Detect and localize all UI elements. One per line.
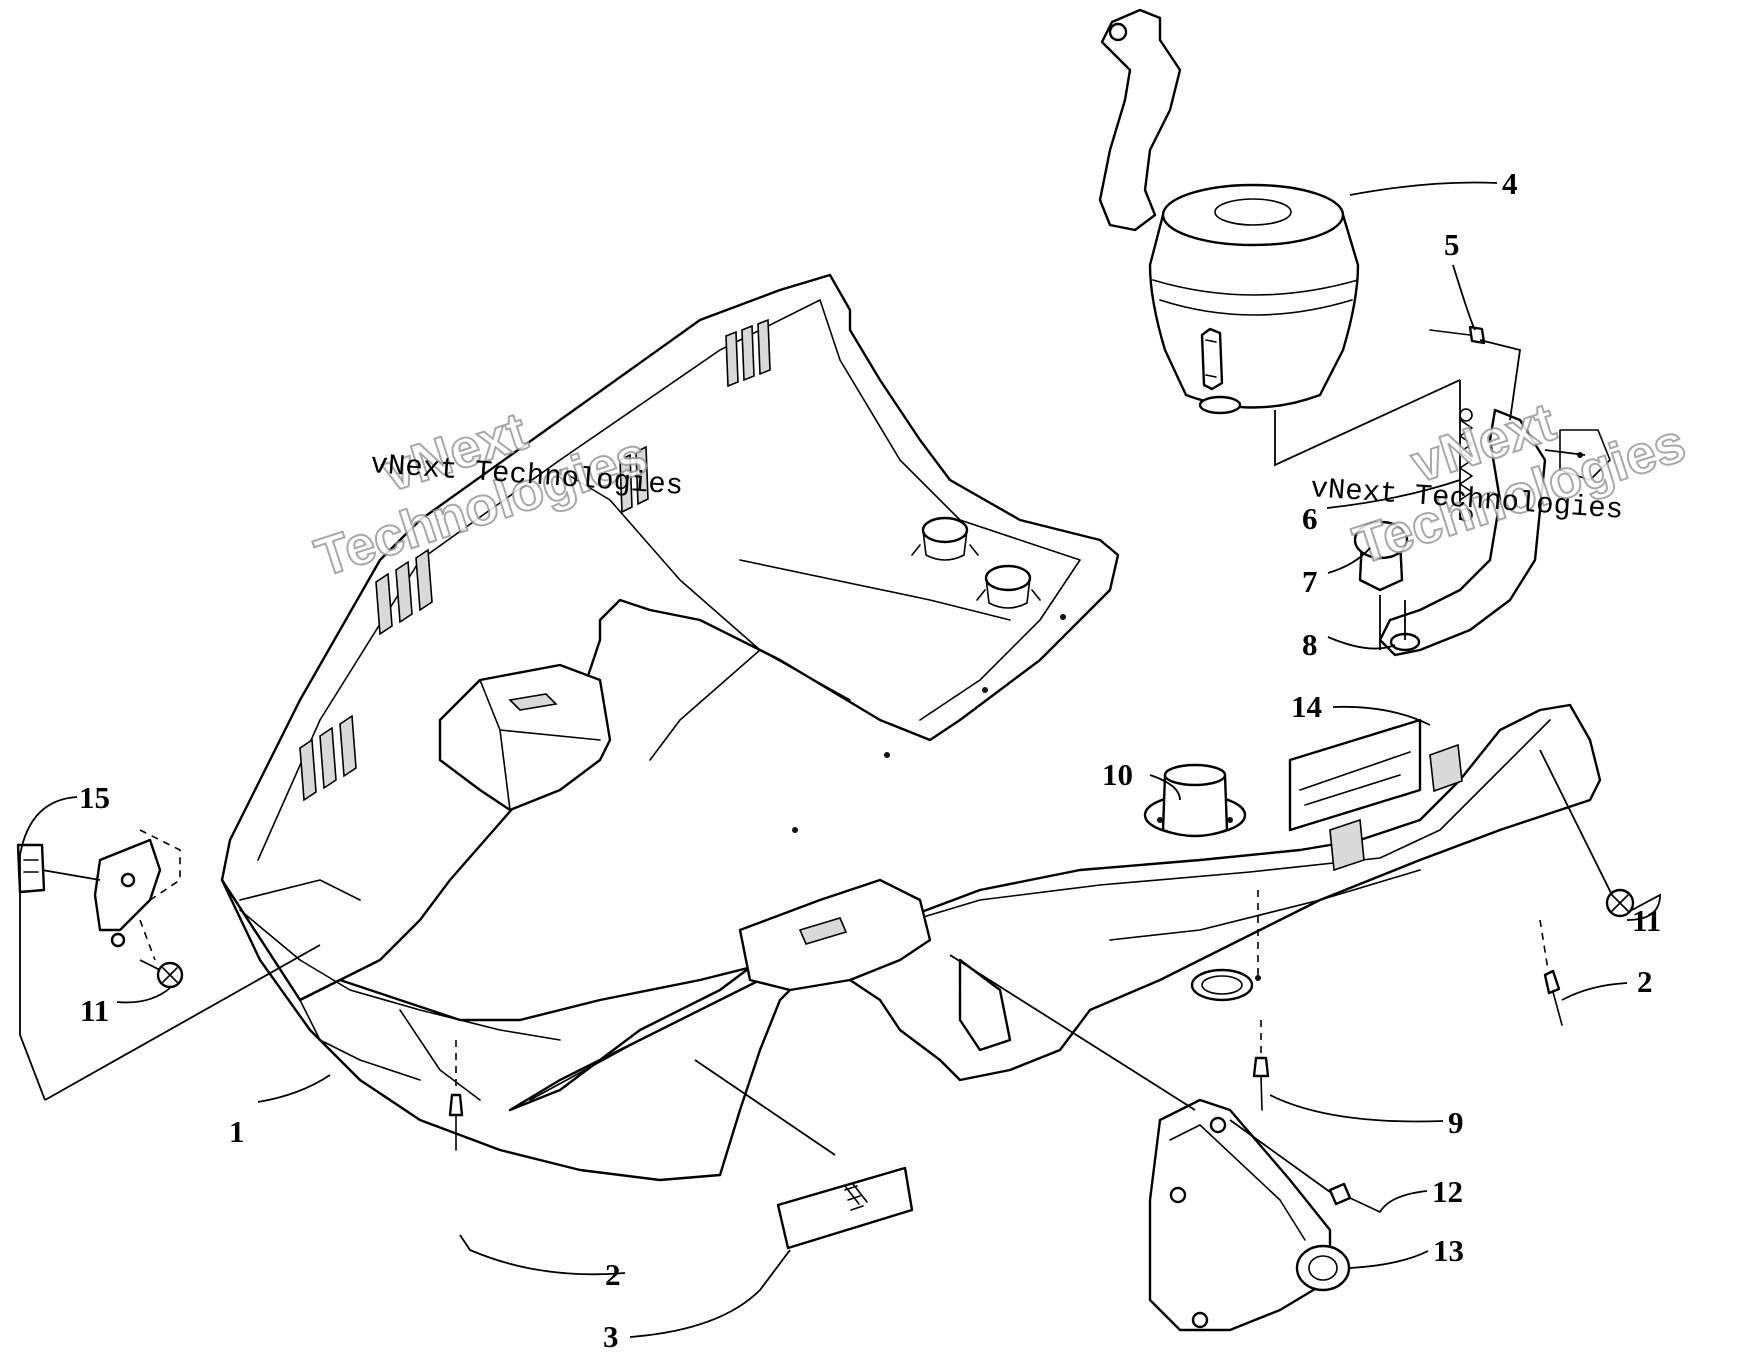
callout-15: 15 <box>79 780 110 815</box>
louvers-upper <box>299 318 771 802</box>
callout-11-right: 11 <box>1632 903 1661 938</box>
callout-8: 8 <box>1302 627 1318 662</box>
callout-5: 5 <box>1444 227 1460 262</box>
callout-9: 9 <box>1448 1105 1464 1140</box>
callout-labels: 1 2 2 3 4 5 6 7 8 9 10 11 11 12 13 14 15 <box>79 166 1661 1354</box>
callout-2-left: 2 <box>605 1257 621 1292</box>
front-body-shell <box>220 273 1120 1182</box>
air-duct-cover <box>1148 1098 1351 1332</box>
floorboard <box>508 703 1602 1112</box>
callout-6: 6 <box>1302 501 1318 536</box>
callout-13: 13 <box>1433 1233 1464 1268</box>
callout-3: 3 <box>603 1319 619 1354</box>
fasteners <box>139 749 1635 1213</box>
callout-leaders <box>19 181 1661 1338</box>
callout-2-right: 2 <box>1637 964 1653 999</box>
muffler <box>1098 8 1360 415</box>
callout-12: 12 <box>1432 1174 1463 1209</box>
muffler-bracket <box>1353 325 1611 657</box>
callout-1: 1 <box>229 1114 245 1149</box>
latch-bracket <box>16 829 181 961</box>
callout-11-left: 11 <box>80 993 109 1028</box>
gas-cap-boot <box>1143 763 1247 838</box>
assembly-lines <box>19 339 1522 1156</box>
callout-14: 14 <box>1291 689 1322 724</box>
callout-10: 10 <box>1102 757 1133 792</box>
callout-4: 4 <box>1502 166 1518 201</box>
callout-7: 7 <box>1302 564 1318 599</box>
floor-rivet-holes <box>792 614 1066 833</box>
floor-bosses <box>911 516 1041 609</box>
decal-strip <box>776 1166 914 1250</box>
